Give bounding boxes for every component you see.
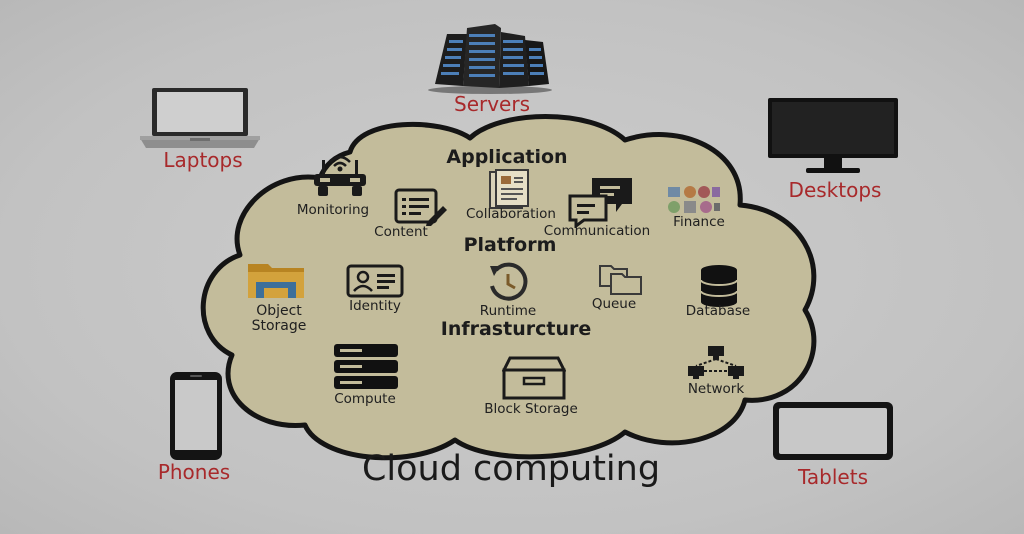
object-storage-label: Object Storage — [251, 303, 307, 334]
collaboration-icon — [489, 169, 529, 209]
monitoring-icon — [314, 155, 366, 196]
communication-label: Communication — [543, 223, 651, 239]
laptops-label: Laptops — [163, 148, 243, 172]
compute-label: Compute — [334, 391, 396, 407]
queue-folders-icon — [599, 265, 642, 295]
network-label: Network — [687, 381, 745, 397]
collaboration-label: Collaboration — [466, 206, 556, 222]
content-label: Content — [374, 224, 428, 240]
folder-icon — [248, 264, 304, 298]
application-heading: Application — [446, 146, 568, 168]
database-icon — [700, 265, 738, 307]
monitoring-label: Monitoring — [296, 202, 370, 218]
queue-label: Queue — [591, 296, 637, 312]
block-storage-icon — [502, 356, 566, 400]
phone-icon — [170, 372, 222, 460]
content-icon — [394, 188, 447, 226]
servers-label: Servers — [453, 92, 531, 116]
phones-label: Phones — [157, 460, 231, 484]
communication-icon — [568, 178, 632, 228]
platform-heading: Platform — [463, 234, 557, 256]
laptop-icon — [140, 88, 260, 148]
tablet-icon — [773, 402, 893, 460]
diagram-title: Cloud computing — [361, 449, 661, 489]
database-label: Database — [685, 303, 751, 319]
desktop-monitor-icon — [768, 98, 898, 173]
block-storage-label: Block Storage — [484, 401, 578, 417]
finance-icon — [668, 186, 720, 213]
runtime-clock-icon — [490, 262, 528, 301]
server-rack-icon — [428, 24, 552, 94]
desktops-label: Desktops — [788, 178, 882, 202]
identity-card-icon — [346, 264, 404, 298]
runtime-label: Runtime — [479, 303, 537, 319]
network-icon — [688, 346, 744, 379]
tablets-label: Tablets — [798, 465, 868, 489]
finance-label: Finance — [673, 214, 725, 230]
identity-label: Identity — [349, 298, 401, 314]
compute-server-icon — [334, 344, 398, 389]
infrastructure-heading: Infrasturcture — [440, 318, 592, 340]
